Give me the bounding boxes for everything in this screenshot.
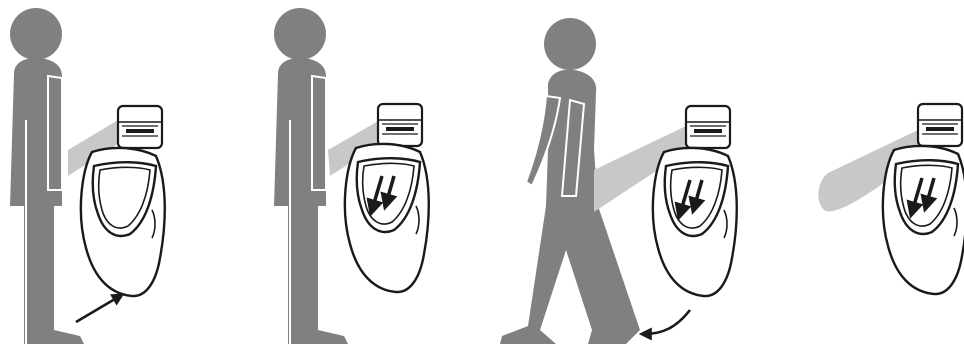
- motion-arrow-icon: [76, 296, 120, 322]
- panel-1: [10, 8, 165, 344]
- sensor-icon: [118, 106, 162, 148]
- panel-2: [274, 8, 429, 344]
- panel-4: [818, 104, 964, 294]
- person-icon: [10, 8, 84, 344]
- sensor-icon: [686, 106, 730, 148]
- urinal-icon: [345, 144, 429, 292]
- sensor-icon: [378, 104, 422, 146]
- urinal-icon: [883, 146, 964, 294]
- person-icon: [274, 8, 348, 344]
- sensor-icon: [918, 104, 962, 146]
- urinal-icon: [653, 148, 737, 296]
- urinal-icon: [81, 148, 165, 296]
- motion-arrow-icon: [644, 310, 690, 334]
- panel-3: [500, 18, 737, 344]
